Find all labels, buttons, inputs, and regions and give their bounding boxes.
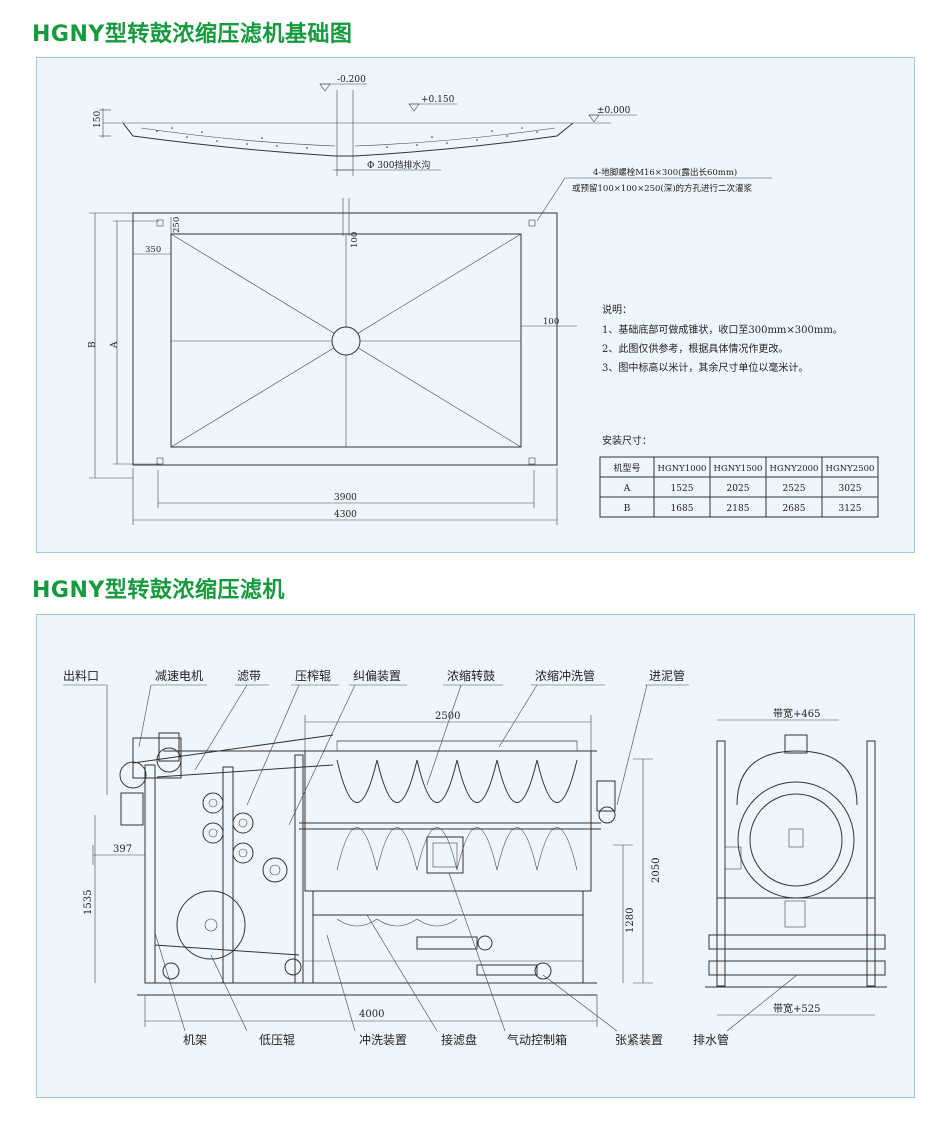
table-cell: 1685 [671,504,694,514]
table-caption: 安装尺寸： [602,434,652,447]
dim-100-top: 100 [350,232,360,248]
label-discharge: 出料口 [63,669,99,683]
level-top-label: -0.200 [337,75,366,85]
foundation-title: HGNY型转鼓浓缩压滤机基础图 [32,22,353,47]
label-wash-pipe: 浓缩冲洗管 [535,668,595,683]
machine-title: HGNY型转鼓浓缩压滤机 [32,578,285,603]
dim-100-right: 100 [543,317,559,327]
machine-side-view [119,732,616,996]
table-cell: 1525 [671,484,694,494]
dim-4300: 4300 [334,510,357,520]
table-cell: B [624,504,631,514]
dim-1280: 1280 [625,908,636,933]
table-cell: 3025 [839,484,862,494]
label-press-roller: 压榨辊 [295,668,331,683]
label-low-press-roller: 低压辊 [259,1033,295,1047]
table-header: HGNY1500 [714,464,763,474]
table-cell: 2685 [783,504,806,514]
level-mid-label: +0.150 [421,95,455,105]
bottom-callouts: 机架 低压辊 冲洗装置 接滤盘 气动控制箱 张紧装置 排水管 [154,872,798,1047]
drain-label: Φ 300挡排水沟 [367,159,430,171]
dim-397: 397 [113,844,132,855]
label-tension-device: 张紧装置 [615,1033,663,1047]
level-right-label: ±0.000 [597,106,631,116]
table-cell: 2025 [727,484,750,494]
foundation-section: 150 -0.200 +0.150 ±0.000 Φ 300挡排水沟 4-地脚螺… [93,75,772,222]
dim-250: 250 [172,217,182,233]
label-pneumatic-box: 气动控制箱 [507,1032,567,1047]
label-drain-pipe: 排水管 [693,1032,729,1047]
table-header: HGNY2000 [770,464,819,474]
table-cell: 2525 [783,484,806,494]
dim-4000: 4000 [359,1009,384,1020]
note-3: 3、图中标高以米计，其余尺寸单位以毫米计。 [602,361,808,374]
dim-2500: 2500 [435,711,460,722]
machine-dimensions: 2500 397 1535 2050 1280 4000 [83,711,662,1027]
bolt-note-2: 或预留100×100×250(深)的方孔进行二次灌浆 [572,183,753,194]
label-thickening-drum: 浓缩转鼓 [447,668,495,683]
table-header: HGNY2500 [826,464,875,474]
table-cell: A [623,484,631,494]
depth-dim: 150 [93,111,103,128]
top-callouts: 出料口 减速电机 滤带 压榨辊 纠偏装置 浓缩转鼓 浓缩冲洗管 进泥管 [63,668,689,826]
note-2: 2、此图仅供参考，根据具体情况作更改。 [602,342,788,355]
dim-3900: 3900 [334,493,357,503]
dim-350: 350 [145,245,161,255]
dim-a: A [110,341,120,349]
machine-drawing-panel: 出料口 减速电机 滤带 压榨辊 纠偏装置 浓缩转鼓 浓缩冲洗管 进泥管 [36,614,915,1098]
table-header: 机型号 [613,462,640,474]
foundation-plan: 100 250 350 100 B A 3900 4300 [88,198,577,525]
dim-1535: 1535 [83,890,94,915]
notes-heading: 说明： [602,303,632,316]
label-wash-device: 冲洗装置 [359,1032,407,1047]
note-1: 1、基础底部可做成锥状，收口至300mm×300mm。 [602,323,843,336]
table-header: HGNY1000 [658,464,707,474]
label-filtrate-tray: 接滤盘 [441,1032,477,1047]
dim-2050: 2050 [651,858,662,883]
foundation-drawing-panel: 150 -0.200 +0.150 ±0.000 Φ 300挡排水沟 4-地脚螺… [36,57,915,553]
label-gear-motor: 减速电机 [155,669,203,683]
dim-b: B [88,341,98,348]
label-correction-device: 纠偏装置 [353,668,401,683]
install-size-table: 安装尺寸： 机型号 HGNY1000 HGNY1500 HGNY2000 HGN… [599,434,879,518]
machine-drawing: 出料口 减速电机 滤带 压榨辊 纠偏装置 浓缩转鼓 浓缩冲洗管 进泥管 [63,668,887,1047]
table-cell: 3125 [839,504,862,514]
label-frame: 机架 [183,1033,207,1047]
dim-belt-top: 带宽+465 [773,707,820,720]
notes-block: 说明： 1、基础底部可做成锥状，收口至300mm×300mm。 2、此图仅供参考… [602,303,843,374]
label-filter-belt: 滤带 [237,669,261,683]
table-cell: 2185 [727,504,750,514]
dim-belt-bottom: 带宽+525 [773,1002,820,1015]
foundation-drawing: 150 -0.200 +0.150 ±0.000 Φ 300挡排水沟 4-地脚螺… [88,75,879,525]
machine-end-view: 带宽+465 带宽+525 [705,707,887,1016]
bolt-note-1: 4-地脚螺栓M16×300(露出长60mm) [593,167,737,178]
label-sludge-inlet: 进泥管 [649,668,685,683]
